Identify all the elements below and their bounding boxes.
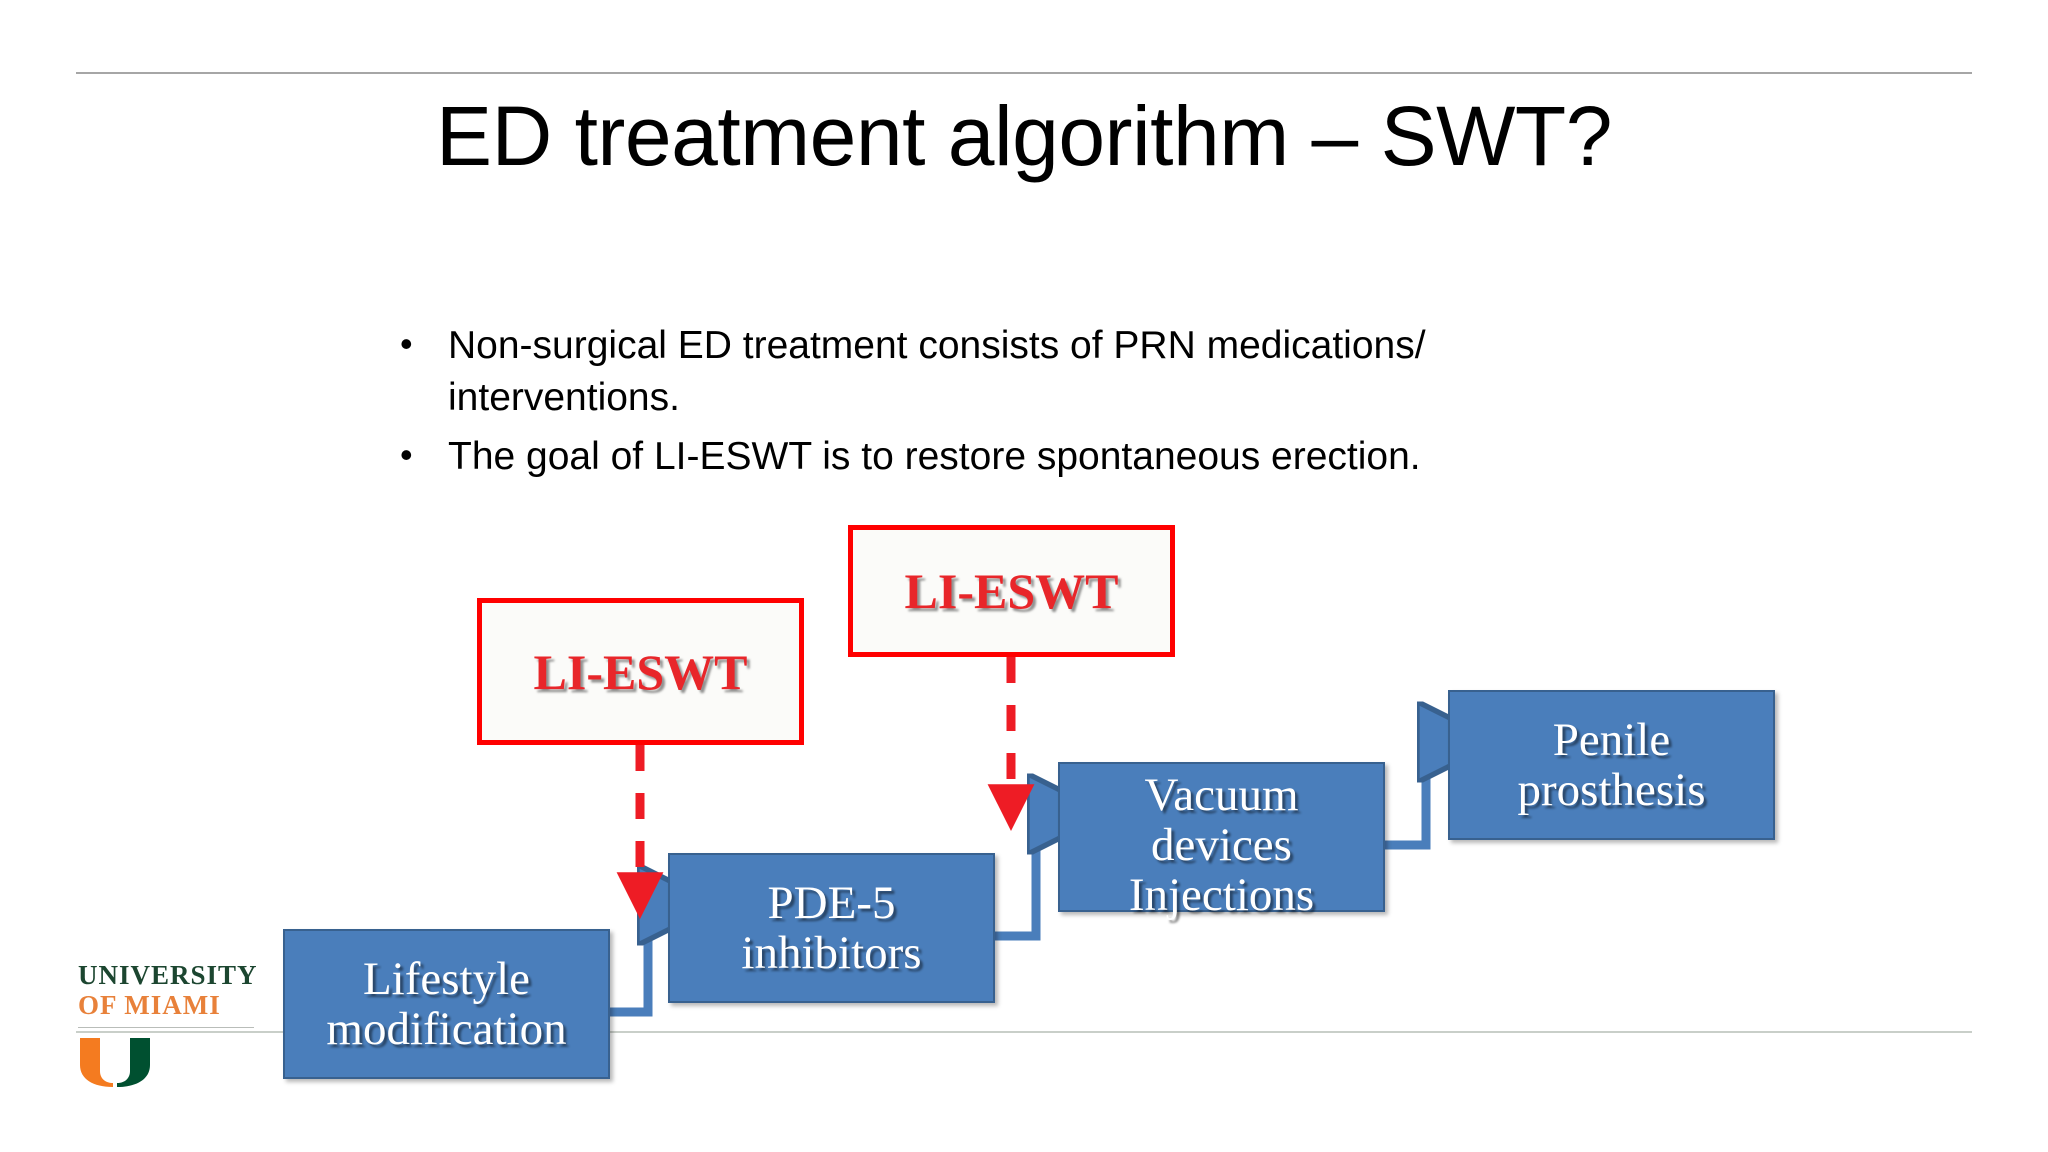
bullet-item: • Non-surgical ED treatment consists of … <box>400 320 1580 425</box>
connector-vacuum-to-prosthesis <box>1385 742 1435 850</box>
bullet-text: The goal of LI-ESWT is to restore sponta… <box>448 434 1421 478</box>
bullet-marker-icon: • <box>400 323 413 364</box>
logo-divider-line <box>78 1027 254 1028</box>
flow-node-label: Penile prosthesis <box>1517 713 1706 816</box>
connector-lifestyle-to-pde5 <box>610 905 655 1017</box>
page-title: ED treatment algorithm – SWT? <box>436 89 1612 183</box>
header-divider-line <box>76 72 1972 74</box>
flow-node-label: Lifestyle modification <box>326 952 567 1055</box>
flow-node-label: PDE-5 inhibitors <box>741 876 922 979</box>
logo-wordmark-line1: UNIVERSITY <box>78 960 258 990</box>
logo-u-icon <box>80 1038 150 1087</box>
callout-li-eswt-left: LI-ESWT <box>477 598 804 745</box>
flow-node-lifestyle-modification: Lifestyle modification <box>283 929 610 1079</box>
university-of-miami-logo: UNIVERSITY OF MIAMI <box>78 962 268 1102</box>
bullet-marker-icon: • <box>400 433 413 475</box>
connector-pde5-to-vacuum <box>995 814 1045 941</box>
footer-divider-line <box>76 1031 1972 1033</box>
flow-node-pde5-inhibitors: PDE-5 inhibitors <box>668 853 995 1003</box>
logo-wordmark-line2: OF MIAMI <box>78 990 221 1020</box>
bullet-text: Non-surgical ED treatment consists of PR… <box>448 324 1426 420</box>
callout-label: LI-ESWT <box>904 563 1119 619</box>
bullet-item: • The goal of LI-ESWT is to restore spon… <box>400 431 1580 483</box>
flow-node-vacuum-devices-injections: Vacuum devices Injections <box>1058 762 1385 920</box>
flow-node-penile-prosthesis: Penile prosthesis <box>1448 690 1775 840</box>
flow-node-label: Vacuum devices Injections <box>1128 768 1315 922</box>
callout-li-eswt-right: LI-ESWT <box>848 525 1175 657</box>
bullet-list: • Non-surgical ED treatment consists of … <box>400 320 1580 489</box>
callout-label: LI-ESWT <box>533 643 748 700</box>
